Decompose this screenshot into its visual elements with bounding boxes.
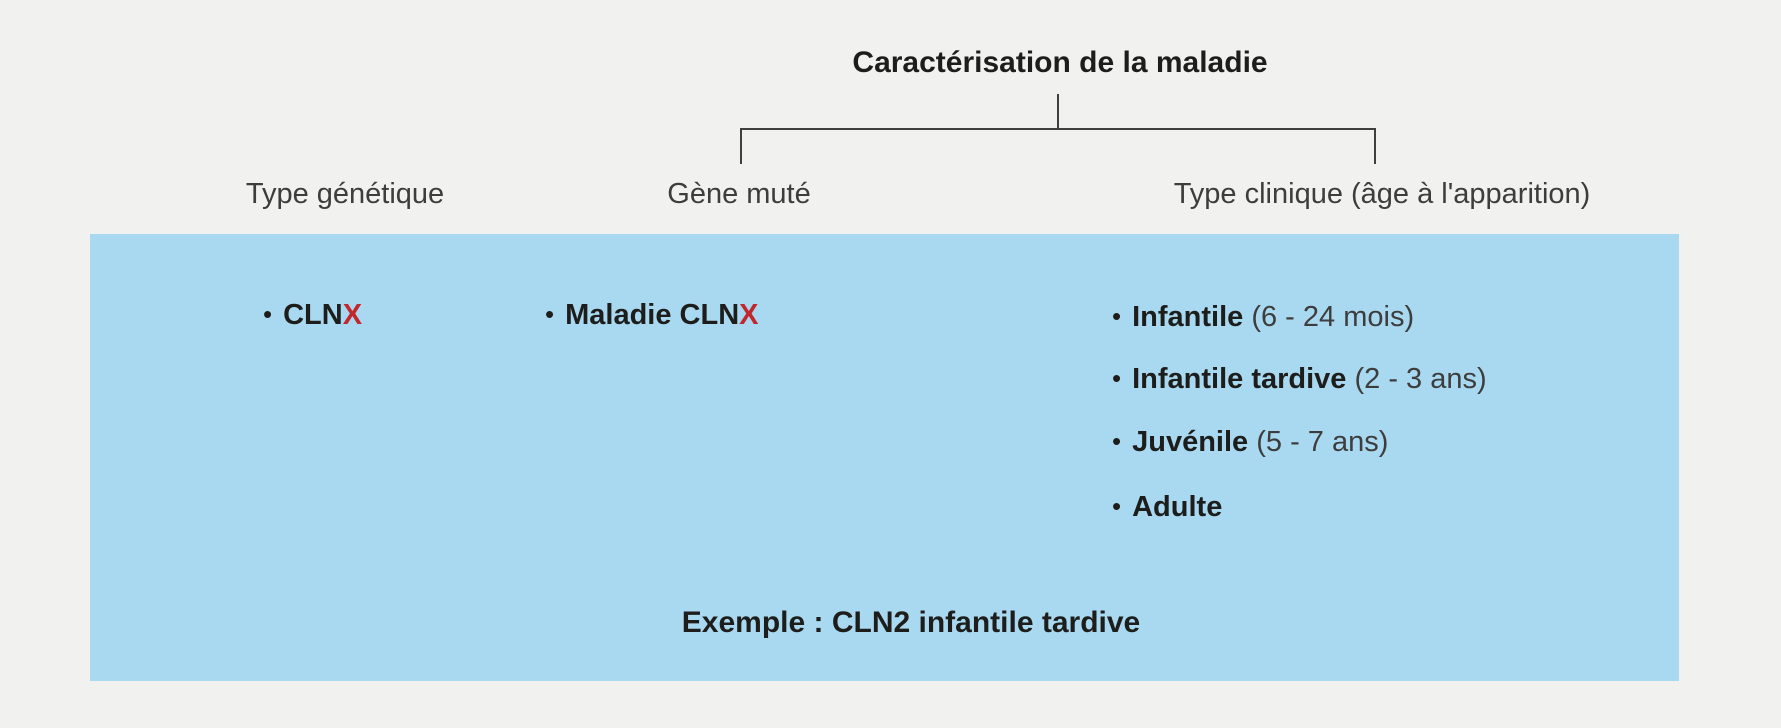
bullet-icon: • (1112, 363, 1122, 393)
item-bold-text: Infantile (1132, 301, 1244, 333)
item-bold-text: Juvénile (1132, 426, 1249, 458)
item-suffix-text: (6 - 24 mois) (1243, 301, 1415, 333)
item-suffix-text: (2 - 3 ans) (1346, 363, 1487, 395)
item-bold-text: CLN (283, 299, 343, 331)
content-panel (90, 234, 1679, 681)
column-label-clinical-type: Type clinique (âge à l'apparition) (1173, 178, 1591, 210)
bullet-icon: • (1112, 426, 1122, 456)
list-item-clnx: • CLNX (263, 297, 362, 333)
bullet-icon: • (263, 299, 273, 329)
item-accent-text: X (739, 299, 759, 331)
list-item-adulte: • Adulte (1112, 489, 1222, 525)
list-item-infantile-tardive: • Infantile tardive (2 - 3 ans) (1112, 361, 1487, 397)
bracket-right-tick-line (1374, 128, 1376, 164)
bullet-icon: • (545, 299, 555, 329)
bracket-stem-line (1057, 94, 1059, 129)
item-bold-text: Adulte (1132, 491, 1223, 523)
item-suffix-text: (5 - 7 ans) (1248, 426, 1389, 458)
bracket-horizontal-line (740, 128, 1376, 130)
bracket-left-tick-line (740, 128, 742, 164)
bullet-icon: • (1112, 301, 1122, 331)
list-item-juvenile: • Juvénile (5 - 7 ans) (1112, 424, 1388, 460)
diagram-title: Caractérisation de la maladie (852, 46, 1268, 79)
item-bold-text: Maladie CLN (565, 299, 740, 331)
example-text: Exemple : CLN2 infantile tardive (681, 606, 1141, 639)
column-label-genetic-type: Type génétique (245, 178, 445, 210)
column-label-mutated-gene: Gène muté (667, 178, 811, 210)
bullet-icon: • (1112, 491, 1122, 521)
list-item-infantile: • Infantile (6 - 24 mois) (1112, 299, 1414, 335)
item-accent-text: X (342, 299, 363, 331)
item-bold-text: Infantile tardive (1132, 363, 1347, 395)
list-item-maladie-clnx: • Maladie CLNX (545, 297, 758, 333)
